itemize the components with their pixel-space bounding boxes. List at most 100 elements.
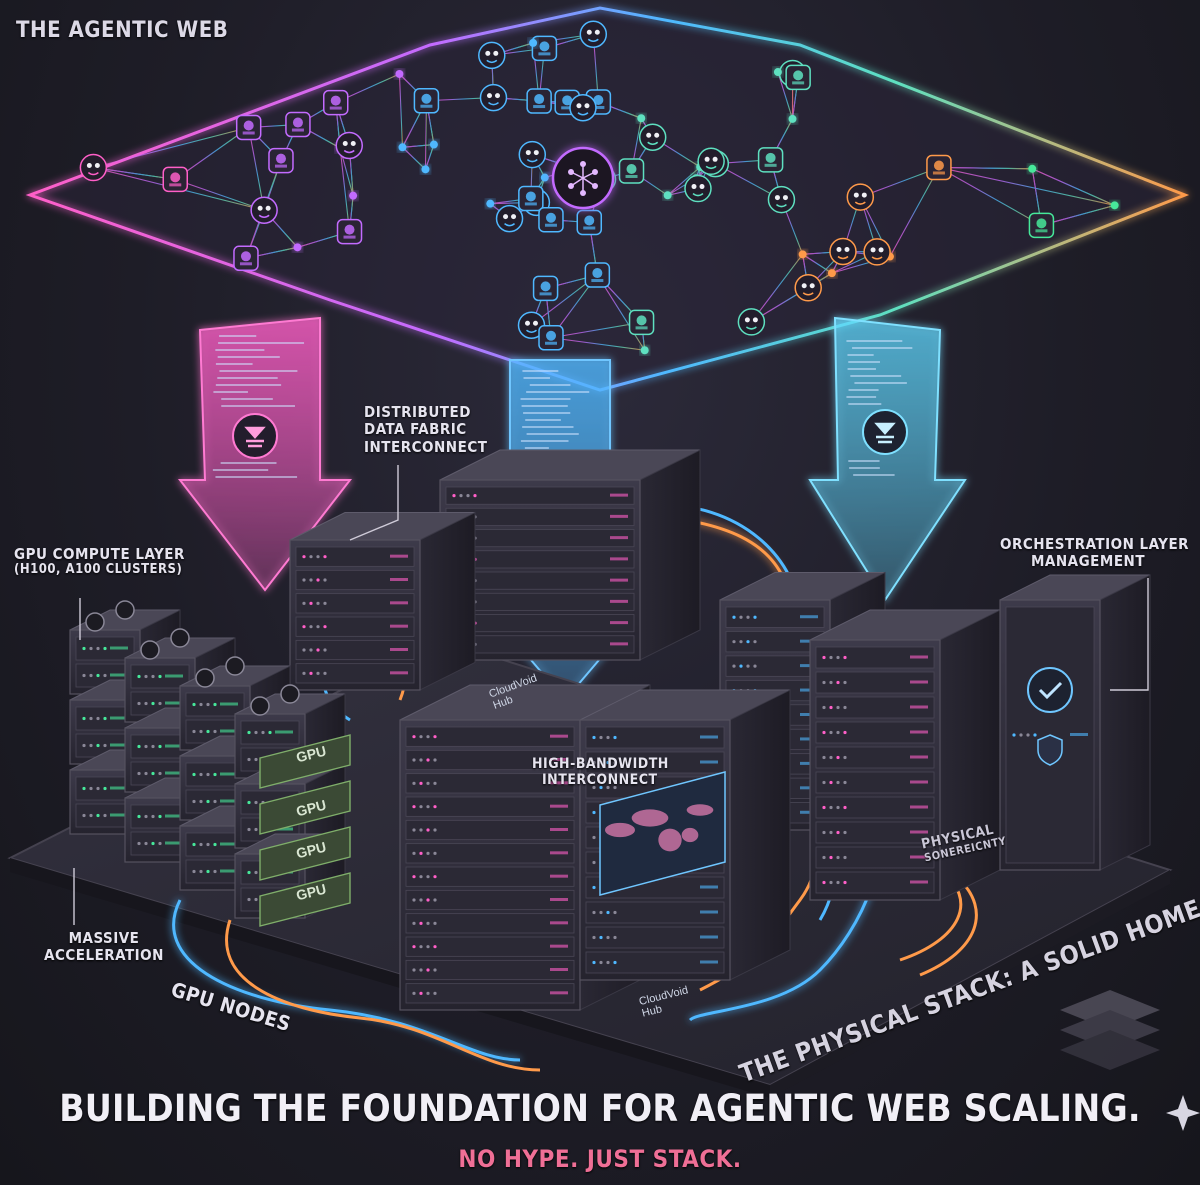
magnifier-icon [429, 140, 438, 149]
orchestration-line-2: MANAGEMENT [1030, 552, 1146, 571]
download-icon [863, 238, 891, 266]
brain-icon [285, 111, 311, 138]
gpu-layer-line-1: GPU COMPUTE LAYER [14, 545, 185, 563]
lightbulb-icon [926, 154, 952, 181]
gpu-card [259, 826, 351, 881]
layers-icon [413, 87, 440, 114]
shield-icon [479, 83, 508, 112]
gpu-card [259, 734, 351, 789]
acceleration-label: MASSIVE ACCELERATION [44, 929, 164, 965]
download-icon [233, 245, 259, 272]
gpu-card [259, 780, 351, 835]
network-icon [684, 174, 712, 203]
world-map-screen [599, 771, 726, 896]
brain-icon [526, 88, 552, 114]
brain-icon [794, 274, 822, 302]
brain-icon [798, 250, 807, 259]
robot-icon [788, 114, 797, 123]
gpu-layer-label: GPU COMPUTE LAYER (H100, A100 CLUSTERS) [14, 545, 185, 578]
fan-icon [140, 628, 190, 660]
shield-icon [663, 191, 672, 200]
data-beams [177, 316, 967, 702]
layers-icon [529, 38, 538, 47]
orchestration-label: ORCHESTRATION LAYER MANAGEMENT [1000, 535, 1190, 571]
high-bandwidth-line-2: INTERCONNECT [542, 772, 658, 789]
layers-icon [495, 204, 524, 233]
lightbulb-icon [773, 68, 782, 77]
magnifier-icon [785, 64, 811, 91]
robot-icon [268, 147, 294, 174]
agent-network-canopy [25, 6, 1190, 392]
server-rack [439, 449, 701, 661]
network-icon [1028, 164, 1037, 173]
page-title: THE AGENTIC WEB [16, 18, 229, 43]
tagline: NO HYPE. JUST STACK. [458, 1145, 742, 1173]
shield-icon [829, 237, 857, 266]
download-icon [862, 409, 908, 455]
robot-icon [79, 153, 108, 182]
robot-icon [518, 140, 547, 169]
brain-icon [1028, 212, 1055, 239]
data-fabric-line-3: INTERCONNECT [364, 437, 488, 456]
layers-icon [531, 35, 558, 62]
download-icon [737, 308, 766, 336]
download-icon [637, 114, 646, 123]
headline: BUILDING THE FOUNDATION FOR AGENTIC WEB … [59, 1087, 1141, 1130]
robot-icon [757, 147, 784, 173]
brain-icon [640, 346, 649, 355]
magnifier-icon [335, 131, 363, 160]
network-icon [532, 275, 559, 302]
layers-icon [697, 147, 725, 176]
shield-icon [1110, 201, 1119, 210]
shield-icon [1027, 667, 1073, 766]
high-bandwidth-line-1: HIGH-BANDWIDTH [532, 756, 669, 772]
layers-icon [398, 143, 407, 152]
robot-icon [846, 183, 875, 211]
robot-icon [576, 209, 603, 236]
download-icon [232, 413, 278, 459]
acceleration-line-1: MASSIVE [68, 929, 140, 947]
shield-icon [336, 218, 363, 245]
shield-icon [584, 262, 611, 288]
network-icon [395, 69, 404, 78]
brain-icon [293, 243, 302, 252]
magnifier-icon [486, 199, 495, 208]
lightbulb-icon [618, 158, 645, 184]
layers-icon [235, 114, 262, 141]
acceleration-line-2: ACCELERATION [44, 946, 164, 965]
download-icon [162, 166, 189, 193]
callout-lines [73, 465, 1149, 925]
shield-icon [827, 269, 836, 278]
orchestration-rack [999, 574, 1151, 871]
fan-icon [85, 600, 135, 632]
network-icon [250, 196, 278, 224]
robot-icon [349, 191, 358, 200]
network-icon [551, 146, 615, 210]
server-rack [289, 511, 476, 691]
layers-icon [1060, 990, 1160, 1070]
network-icon [540, 173, 549, 182]
robot-icon [421, 165, 430, 174]
high-bandwidth-label: HIGH-BANDWIDTH INTERCONNECT [532, 756, 669, 788]
lightbulb-icon [518, 185, 544, 212]
magnifier-icon [538, 325, 564, 351]
layers-icon [579, 20, 608, 49]
lightbulb-icon [478, 41, 506, 70]
shield-icon [322, 89, 349, 116]
server-rack [809, 609, 1001, 901]
lightbulb-icon [638, 123, 667, 151]
sparkle-icon [1166, 1095, 1200, 1131]
data-fabric-line-1: DISTRIBUTED [364, 403, 471, 421]
data-fabric-label: DISTRIBUTED DATA FABRIC INTERCONNECT [364, 403, 488, 456]
fan-icon [195, 656, 245, 688]
lightbulb-icon [569, 93, 597, 122]
gpu-card [259, 872, 351, 927]
download-icon [628, 309, 655, 336]
data-fabric-line-2: DATA FABRIC [364, 420, 467, 439]
orchestration-line-1: ORCHESTRATION LAYER [1000, 535, 1190, 553]
fan-icon [250, 684, 300, 716]
network-icon [538, 206, 564, 233]
magnifier-icon [767, 185, 796, 214]
